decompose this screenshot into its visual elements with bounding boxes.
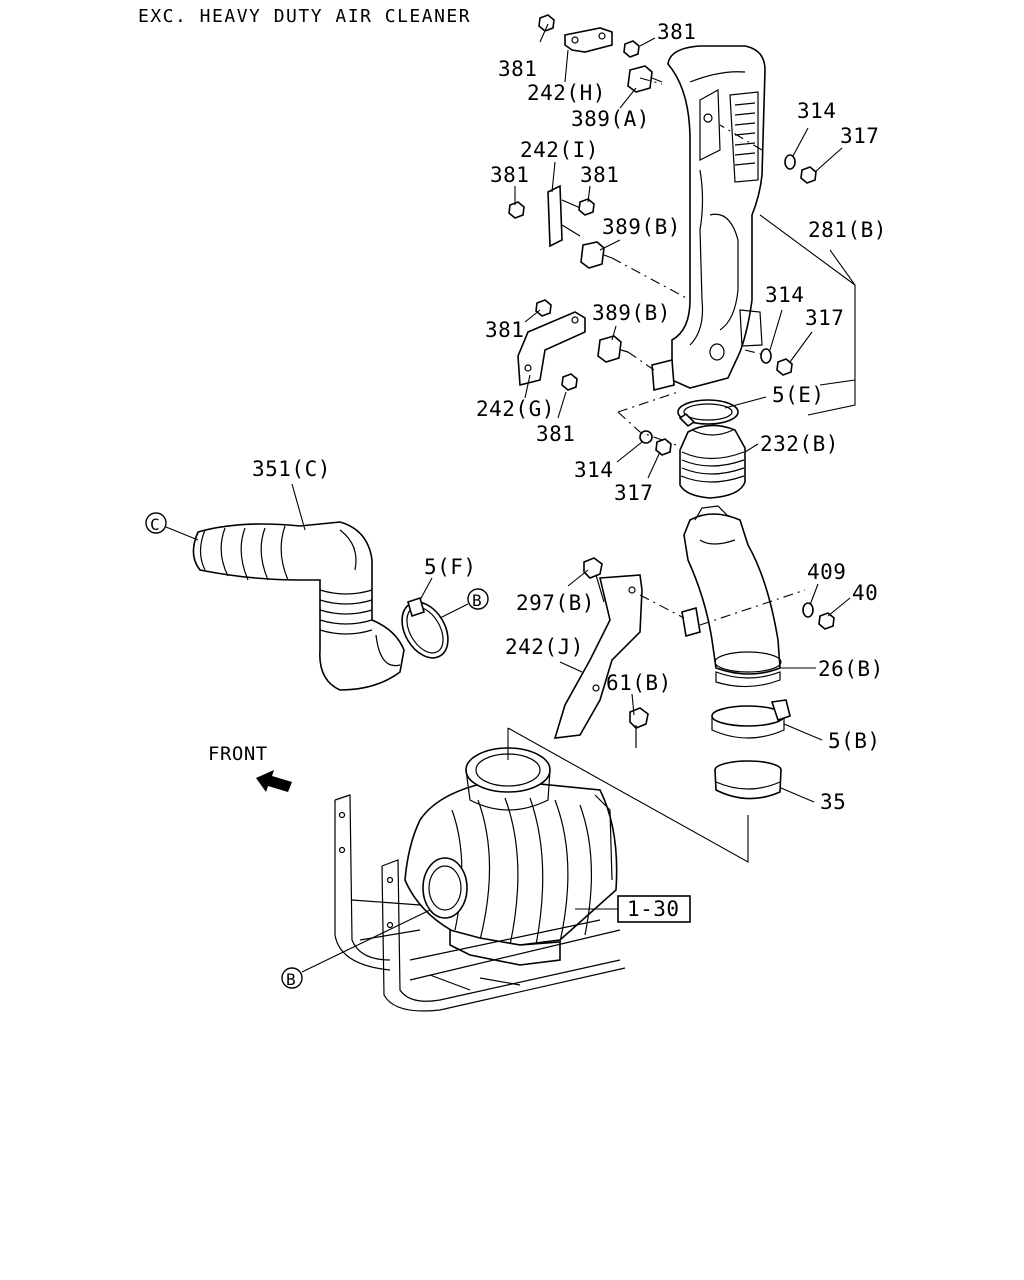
ring-35 bbox=[714, 760, 782, 800]
hose-351c bbox=[192, 521, 405, 691]
callout-5f: 5(F) bbox=[424, 555, 477, 579]
callout-314-c: 314 bbox=[574, 458, 613, 482]
callout-389a: 389(A) bbox=[571, 107, 650, 131]
air-cleaner-frame bbox=[334, 794, 626, 1012]
callout-232b: 232(B) bbox=[760, 432, 839, 456]
callout-242j: 242(J) bbox=[505, 635, 584, 659]
callout-40: 40 bbox=[852, 581, 878, 605]
svg-text:B: B bbox=[472, 591, 482, 610]
bracket-242i bbox=[508, 184, 613, 269]
callout-314-b: 314 bbox=[765, 283, 804, 307]
callout-381-c: 381 bbox=[490, 163, 529, 187]
reference-box: 1-30 bbox=[575, 895, 691, 923]
alignment-lines bbox=[611, 77, 806, 626]
bracket-242g bbox=[517, 299, 629, 391]
washers-and-nuts bbox=[639, 154, 835, 630]
duct-mount-plate bbox=[651, 358, 675, 392]
intake-duct-281b bbox=[667, 45, 766, 389]
callout-381-d: 381 bbox=[580, 163, 619, 187]
clamp-5b bbox=[711, 699, 791, 739]
svg-text:C: C bbox=[150, 515, 160, 534]
clamp-5f bbox=[401, 596, 449, 659]
air-cleaner-body bbox=[404, 747, 618, 966]
callout-labels: 381 381 242(H) 389(A) 314 317 242(I) 381… bbox=[252, 20, 887, 814]
assembly-lines-cleaner bbox=[507, 727, 749, 863]
front-label: FRONT bbox=[208, 743, 268, 765]
marker-c: C bbox=[145, 512, 199, 541]
bracket-242j bbox=[553, 557, 649, 748]
callout-389b-b: 389(B) bbox=[592, 301, 671, 325]
callout-61b: 61(B) bbox=[606, 671, 672, 695]
leader-lines bbox=[291, 23, 851, 803]
elbow-26b bbox=[681, 505, 782, 688]
callout-381-a: 381 bbox=[498, 57, 537, 81]
callout-26b: 26(B) bbox=[818, 657, 884, 681]
callout-297b: 297(B) bbox=[516, 591, 595, 615]
svg-text:B: B bbox=[286, 970, 296, 989]
clamp-5e bbox=[677, 399, 739, 428]
callout-314-a: 314 bbox=[797, 99, 836, 123]
callout-409: 409 bbox=[807, 560, 846, 584]
reference-box-label: 1-30 bbox=[627, 897, 680, 921]
callout-317-c: 317 bbox=[614, 481, 653, 505]
marker-b-right: B bbox=[439, 588, 489, 619]
marker-b-bottom: B bbox=[281, 909, 431, 989]
callout-35: 35 bbox=[820, 790, 846, 814]
callout-242i: 242(I) bbox=[520, 138, 599, 162]
callout-317-a: 317 bbox=[840, 124, 879, 148]
callout-5e: 5(E) bbox=[772, 383, 825, 407]
front-arrow-icon bbox=[256, 770, 292, 792]
diagram-title: EXC. HEAVY DUTY AIR CLEANER bbox=[138, 6, 471, 27]
hose-232b bbox=[679, 424, 746, 499]
callout-351c: 351(C) bbox=[252, 457, 331, 481]
callout-317-b: 317 bbox=[805, 306, 844, 330]
bracket-242h bbox=[538, 14, 663, 93]
group-bracket-281b bbox=[759, 214, 856, 416]
callout-242h: 242(H) bbox=[527, 81, 606, 105]
callout-381-e: 381 bbox=[485, 318, 524, 342]
callout-381-b: 381 bbox=[657, 20, 696, 44]
callout-389b-a: 389(B) bbox=[602, 215, 681, 239]
callout-242g: 242(G) bbox=[476, 397, 555, 421]
callout-281b: 281(B) bbox=[808, 218, 887, 242]
callout-381-f: 381 bbox=[536, 422, 575, 446]
callout-5b: 5(B) bbox=[828, 729, 881, 753]
